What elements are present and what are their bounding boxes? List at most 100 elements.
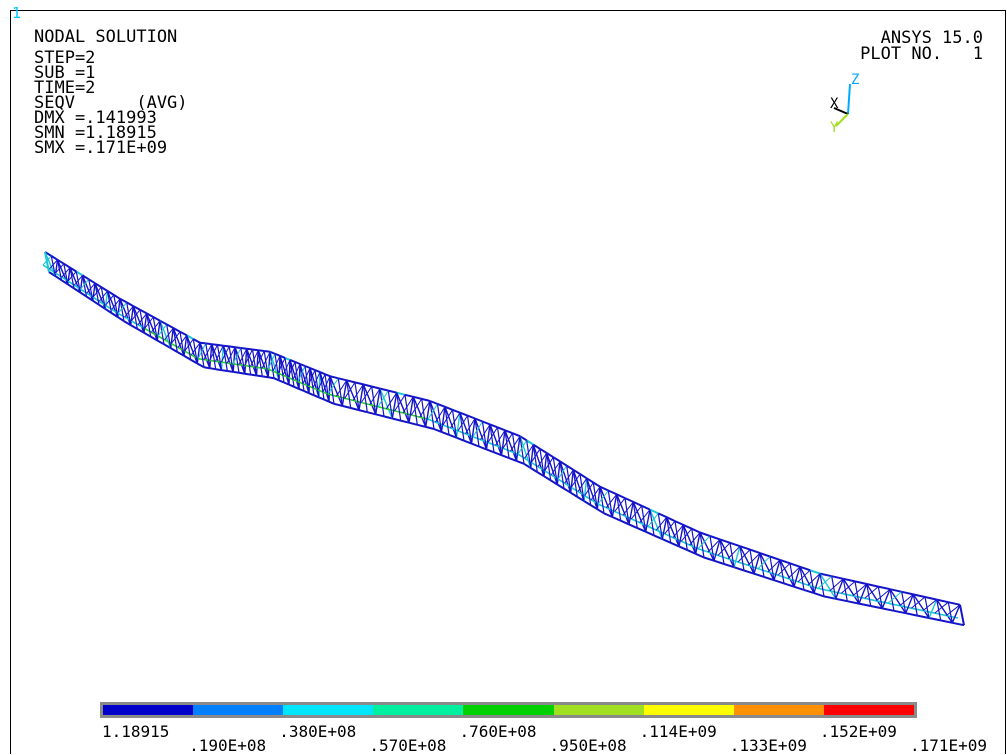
truss-member: [73, 287, 81, 294]
truss-member: [119, 297, 128, 304]
truss-member: [759, 552, 771, 558]
truss-member: [199, 341, 206, 345]
truss-member: [852, 583, 868, 597]
truss-member: [88, 279, 94, 301]
truss-member: [759, 552, 775, 581]
truss-member: [487, 441, 496, 447]
truss-member: [590, 504, 598, 511]
truss-member: [117, 316, 125, 323]
truss-member: [117, 302, 128, 314]
legend-swatch: [643, 705, 734, 715]
truss-member: [183, 335, 188, 356]
truss-member: [284, 357, 290, 385]
truss-member: [362, 384, 377, 415]
truss-member: [639, 509, 651, 523]
truss-member: [481, 421, 488, 450]
legend-label: .380E+08: [279, 722, 357, 741]
truss-member: [250, 373, 257, 377]
truss-member: [649, 508, 659, 515]
truss-member: [433, 428, 442, 433]
truss-member: [360, 386, 373, 403]
truss-member: [831, 575, 844, 580]
truss-member: [546, 452, 554, 459]
truss-member: [622, 501, 634, 516]
legend-swatch: [733, 705, 824, 715]
truss-member: [192, 338, 198, 364]
truss-member: [695, 552, 705, 559]
truss-member: [952, 621, 965, 627]
truss-member: [272, 370, 279, 374]
truss-member: [928, 617, 941, 622]
truss-member: [358, 409, 368, 414]
truss-member: [599, 486, 613, 518]
truss-member: [196, 342, 201, 364]
truss-member: [607, 489, 618, 496]
truss-member: [324, 374, 330, 402]
truss-member: [139, 309, 145, 333]
truss-member: [552, 457, 558, 485]
truss-member: [379, 387, 389, 392]
truss-member: [371, 386, 377, 415]
truss-member: [489, 424, 503, 456]
truss-member: [136, 328, 145, 334]
truss-member: [603, 512, 613, 518]
truss-member: [80, 278, 90, 290]
truss-member: [143, 331, 152, 338]
truss-member: [592, 481, 601, 488]
truss-member: [412, 396, 427, 428]
truss-member: [666, 516, 676, 523]
truss-member: [314, 370, 320, 398]
truss-member: [110, 312, 119, 318]
truss-member: [159, 320, 172, 349]
truss-member: [793, 566, 801, 587]
truss-member: [566, 464, 574, 471]
truss-member: [945, 604, 961, 616]
truss-member: [913, 593, 926, 598]
truss-member: [252, 348, 259, 352]
truss-member: [377, 390, 389, 407]
truss-member: [294, 360, 301, 365]
truss-member: [841, 592, 854, 597]
truss-member: [546, 452, 552, 481]
truss-member: [396, 392, 402, 421]
truss-member: [620, 519, 630, 526]
truss-member: [150, 320, 161, 333]
truss-member: [678, 545, 688, 552]
truss-member: [924, 596, 937, 601]
truss-member: [686, 549, 697, 555]
truss-member: [94, 283, 100, 305]
truss-member: [163, 343, 172, 349]
truss-member: [232, 347, 236, 372]
truss-member: [753, 572, 765, 578]
truss-member: [227, 370, 234, 373]
truss-member: [146, 313, 158, 341]
truss-member: [319, 371, 330, 402]
truss-member: [205, 342, 212, 346]
truss-member: [763, 575, 775, 582]
truss-member: [284, 356, 291, 361]
truss-member: [92, 299, 100, 306]
truss-member: [474, 418, 488, 450]
truss-member: [302, 367, 311, 384]
truss-member: [773, 579, 785, 585]
truss-member: [854, 580, 867, 585]
truss-member: [887, 591, 903, 604]
truss-member: [106, 290, 115, 296]
truss-member: [166, 324, 172, 349]
truss-member: [146, 312, 154, 318]
truss-member: [819, 572, 832, 578]
truss-member: [682, 523, 693, 530]
truss-member: [835, 597, 848, 603]
truss-member: [251, 349, 258, 376]
truss-member: [470, 418, 476, 444]
truss-member: [747, 552, 761, 566]
truss-member: [425, 400, 431, 428]
truss-member: [537, 452, 548, 467]
truss-member: [717, 542, 731, 556]
info-result-item: SEQV (AVG): [34, 93, 188, 113]
truss-member: [274, 352, 281, 357]
truss-member: [611, 516, 622, 522]
truss-member: [624, 497, 634, 503]
truss-member: [680, 528, 693, 542]
truss-member: [156, 320, 161, 341]
